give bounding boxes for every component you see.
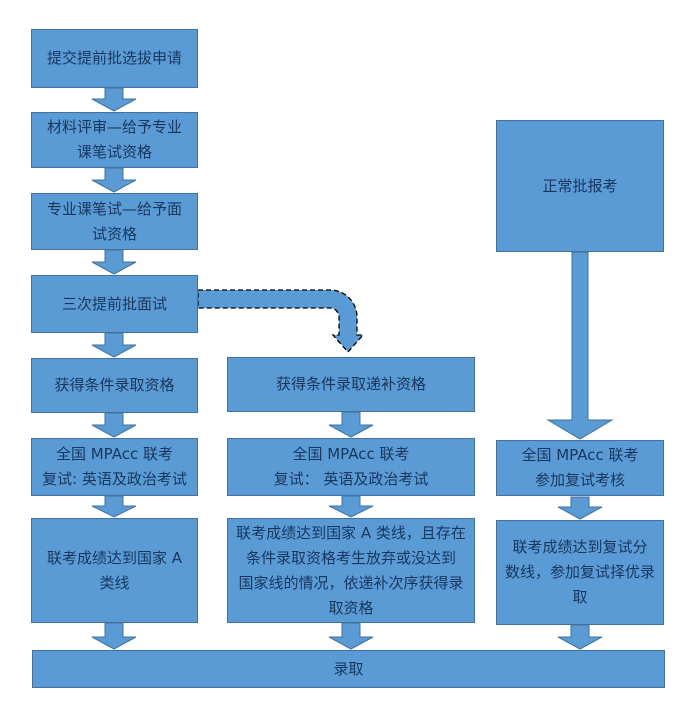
node-label: 全国 MPAcc 联考 复试： 英语及政治考试 bbox=[273, 445, 429, 488]
node-label: 录取 bbox=[333, 659, 364, 678]
down-arrow-middle-2 bbox=[328, 495, 374, 518]
node-right-national-exam: 全国 MPAcc 联考 参加复试考核 bbox=[496, 440, 664, 496]
node-label: 全国 MPAcc 联考 参加复试考核 bbox=[521, 446, 639, 489]
node-left-score-line: 联考成绩达到国家 A 类线 bbox=[31, 518, 198, 623]
node-conditional-admission: 获得条件录取资格 bbox=[31, 358, 198, 413]
down-arrow-left-3 bbox=[91, 249, 137, 275]
node-middle-national-exam: 全国 MPAcc 联考 复试： 英语及政治考试 bbox=[227, 438, 475, 496]
node-label: 联考成绩达到国家 A 类线，且存在 条件录取资格考生放弃或没达到 国家线的情况，… bbox=[236, 523, 466, 617]
node-submit-early-application: 提交提前批选拔申请 bbox=[31, 29, 198, 88]
down-arrow-right-2 bbox=[557, 496, 603, 520]
node-middle-score-condition: 联考成绩达到国家 A 类线，且存在 条件录取资格考生放弃或没达到 国家线的情况，… bbox=[227, 518, 475, 623]
node-label: 全国 MPAcc 联考 复试: 英语及政治考试 bbox=[42, 445, 187, 488]
down-arrow-left-5 bbox=[91, 412, 137, 438]
node-final-admission: 录取 bbox=[32, 650, 665, 688]
node-label: 三次提前批面试 bbox=[61, 294, 167, 313]
down-arrow-left-6 bbox=[91, 495, 137, 518]
down-arrow-right-3 bbox=[557, 624, 603, 650]
node-normal-batch-apply: 正常批报考 bbox=[496, 120, 664, 252]
dashed-elbow-arrow bbox=[197, 289, 365, 353]
node-left-national-exam: 全国 MPAcc 联考 复试: 英语及政治考试 bbox=[31, 438, 198, 496]
down-arrow-left-1 bbox=[91, 87, 137, 112]
node-label: 专业课笔试—给予面 试资格 bbox=[46, 199, 182, 243]
node-label: 材料评审—给予专业 课笔试资格 bbox=[46, 118, 182, 161]
node-material-review: 材料评审—给予专业 课笔试资格 bbox=[31, 112, 198, 168]
node-three-interviews: 三次提前批面试 bbox=[31, 275, 198, 333]
node-label: 获得条件录取资格 bbox=[54, 376, 175, 394]
node-label: 正常批报考 bbox=[542, 176, 618, 195]
node-right-score-retest: 联考成绩达到复试分 数线，参加复试择优录 取 bbox=[496, 520, 664, 625]
node-label: 提交提前批选拔申请 bbox=[46, 49, 182, 67]
down-arrow-right-long bbox=[546, 251, 614, 440]
down-arrow-left-2 bbox=[91, 167, 137, 193]
down-arrow-middle-3 bbox=[328, 622, 374, 650]
down-arrow-middle-1 bbox=[328, 411, 374, 438]
node-label: 联考成绩达到国家 A 类线 bbox=[46, 548, 183, 592]
node-label: 获得条件录取递补资格 bbox=[275, 375, 426, 393]
node-written-exam: 专业课笔试—给予面 试资格 bbox=[31, 193, 198, 250]
down-arrow-left-7 bbox=[91, 622, 137, 650]
node-supplementary-qualification: 获得条件录取递补资格 bbox=[227, 357, 475, 412]
node-label: 联考成绩达到复试分 数线，参加复试择优录 取 bbox=[504, 538, 655, 606]
down-arrow-left-4 bbox=[91, 332, 137, 358]
